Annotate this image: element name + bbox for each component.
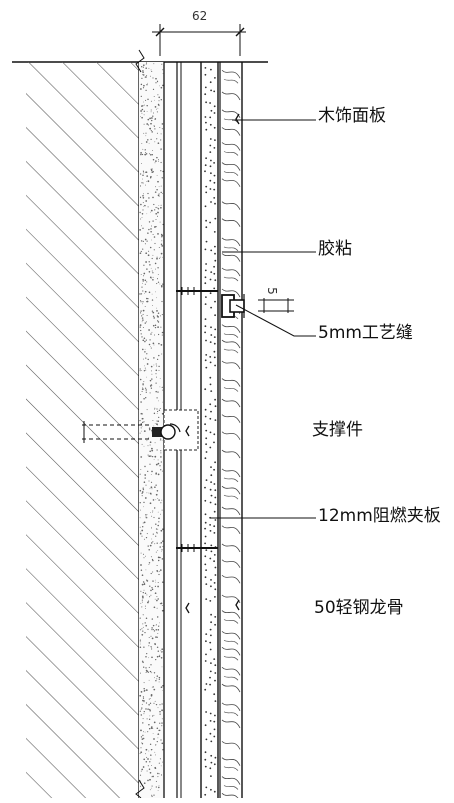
process-joint-detail [221,294,294,318]
masonry-wall [26,62,139,798]
plywood-stipple [204,67,217,801]
break-mark-bottom [135,779,145,799]
veneer-wood-grain [221,69,241,798]
dimension-label-5: 5 [264,287,279,295]
leader-lines [210,119,316,519]
support-bracket [82,409,199,451]
label-process-joint: 5mm工艺缝 [318,323,413,343]
label-support: 支撑件 [312,420,363,440]
leader-process-joint [235,304,316,337]
dimension-label-62: 62 [192,9,208,23]
label-wood-panel: 木饰面板 [318,106,386,126]
screw-lower [176,544,218,552]
screw-upper [176,287,218,295]
label-glue: 胶粘 [318,239,352,259]
label-fire-board: 12mm阻燃夹板 [318,506,441,526]
plaster-layer [139,62,164,798]
keel-marks [185,113,240,614]
label-steel-keel: 50轻钢龙骨 [314,598,404,618]
dimension-62 [152,24,246,56]
break-mark-top [135,49,145,73]
